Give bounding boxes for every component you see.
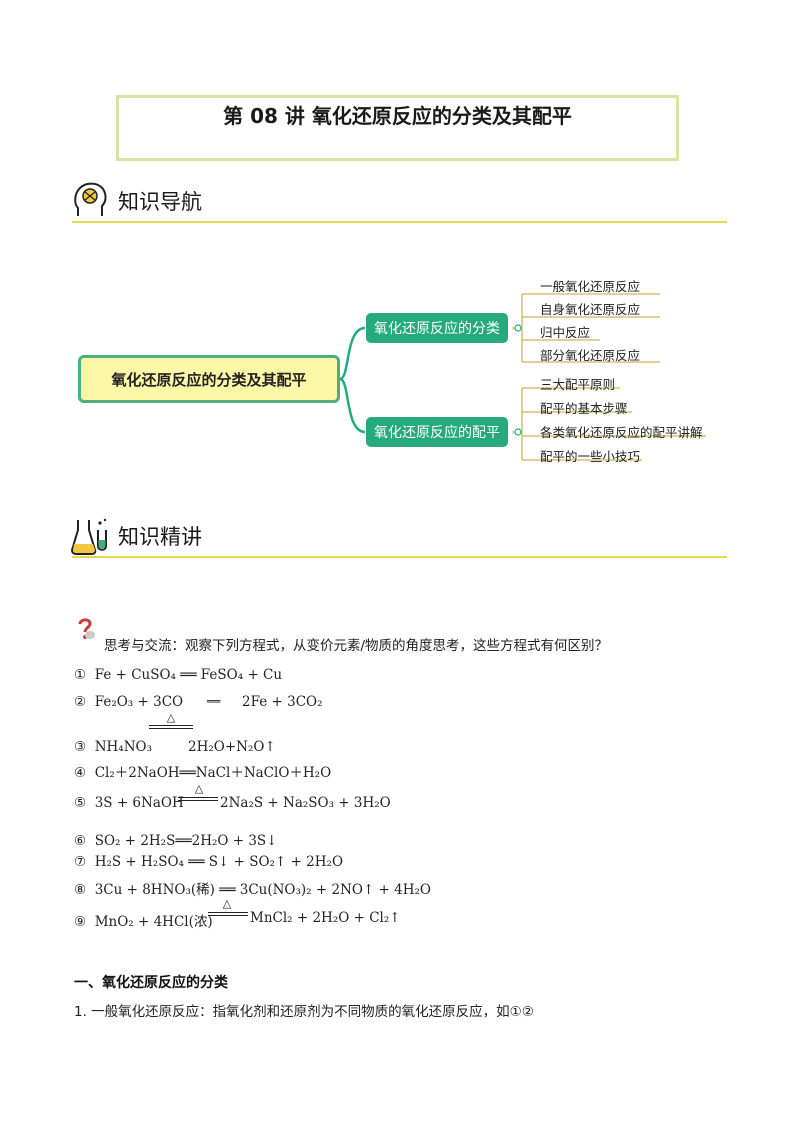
brain-head-icon bbox=[72, 180, 108, 220]
lab-flask-icon bbox=[70, 516, 110, 556]
section-title-nav: 知识导航 bbox=[118, 190, 202, 214]
equation-row: ④ Cl₂＋2NaOH══NaCl＋NaClO＋H₂O bbox=[74, 765, 332, 781]
equation-rhs: MnCl₂ + 2H₂O + Cl₂↑ bbox=[250, 910, 401, 926]
mindmap-leaf: 自身氧化还原反应 bbox=[540, 302, 641, 317]
equation-row: ① Fe + CuSO₄ ══ FeSO₄ + Cu bbox=[74, 667, 283, 683]
equation-condition: △ bbox=[166, 711, 176, 724]
equation-row: ⑨ MnO₂ + 4HCl(浓) bbox=[74, 914, 213, 930]
equation-rhs: 2Fe + 3CO₂ bbox=[242, 694, 323, 710]
mindmap-leaf: 归中反应 bbox=[540, 325, 591, 340]
title-box bbox=[116, 95, 679, 161]
equation-condition: △ bbox=[194, 782, 204, 795]
think-prompt: 思考与交流：观察下列方程式，从变价元素/物质的角度思考，这些方程式有何区别？ bbox=[104, 638, 609, 654]
mindmap-leaf: 各类氧化还原反应的配平讲解 bbox=[540, 425, 703, 440]
mindmap-leaf: 部分氧化还原反应 bbox=[540, 348, 641, 363]
equation-row: ⑥ SO₂ + 2H₂S══2H₂O + 3S↓ bbox=[74, 833, 278, 849]
question-mark-icon bbox=[74, 617, 98, 641]
mindmap-connectors bbox=[339, 293, 706, 461]
equal-sign bbox=[208, 912, 248, 916]
mindmap-leaf: 三大配平原则 bbox=[540, 377, 616, 392]
mindmap-leaf: 配平的基本步骤 bbox=[540, 401, 628, 416]
section-divider bbox=[72, 221, 727, 223]
equation-rhs: 2H₂O+N₂O↑ bbox=[188, 739, 276, 755]
equation-row: ③ NH₄NO₃ bbox=[74, 739, 152, 755]
mindmap-branch-balancing: 氧化还原反应的配平 bbox=[366, 417, 508, 447]
mindmap-root: 氧化还原反应的分类及其配平 bbox=[78, 355, 340, 403]
paragraph-item: 1. 一般氧化还原反应：指氧化剂和还原剂为不同物质的氧化还原反应，如①② bbox=[74, 1004, 534, 1020]
section-title-lecture: 知识精讲 bbox=[118, 525, 202, 549]
mindmap-leaf: 一般氧化还原反应 bbox=[540, 279, 641, 294]
equation-row: ⑧ 3Cu + 8HNO₃(稀) ══ 3Cu(NO₃)₂ + 2NO↑ + 4… bbox=[74, 882, 431, 898]
equation-row: ⑤ 3S + 6NaOH bbox=[74, 795, 184, 811]
equation-row: ② Fe₂O₃ + 3CO bbox=[74, 694, 184, 710]
mindmap-leaf: 配平的一些小技巧 bbox=[540, 449, 641, 464]
equal-sign bbox=[149, 725, 193, 729]
part-heading: 一、氧化还原反应的分类 bbox=[74, 975, 228, 991]
equation-rhs: 2Na₂S + Na₂SO₃ + 3H₂O bbox=[220, 795, 391, 811]
equation-condition: △ bbox=[222, 897, 232, 910]
mindmap-branch-classification: 氧化还原反应的分类 bbox=[366, 313, 508, 343]
equation-condition: ══ bbox=[207, 695, 221, 708]
section-divider bbox=[72, 556, 727, 558]
equal-sign bbox=[178, 797, 218, 801]
equation-row: ⑦ H₂S + H₂SO₄ ══ S↓ + SO₂↑ + 2H₂O bbox=[74, 854, 344, 870]
page-title: 第 08 讲 氧化还原反应的分类及其配平 bbox=[223, 104, 572, 128]
